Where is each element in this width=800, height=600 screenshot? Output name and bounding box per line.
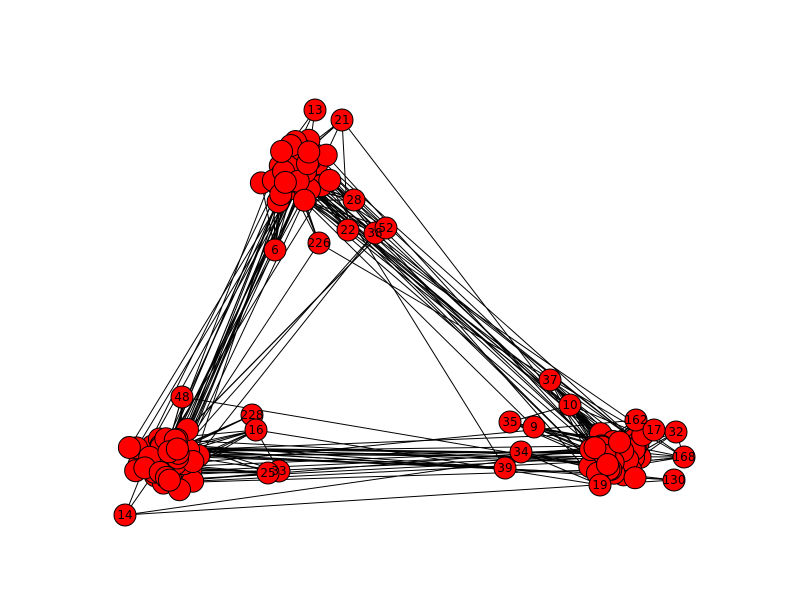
graph-edge	[341, 119, 612, 470]
graph-node	[342, 188, 366, 212]
graph-edge	[182, 232, 376, 475]
graph-edge	[255, 429, 601, 486]
graph-node	[374, 216, 398, 240]
graph-edge	[160, 151, 283, 467]
node-label: 6	[271, 243, 279, 257]
graph-nodes	[113, 98, 696, 527]
graph-node	[624, 408, 648, 432]
graph-node	[336, 218, 360, 242]
node-label: 33	[271, 464, 286, 478]
graph-edge	[184, 232, 376, 448]
node-label: 48	[174, 390, 189, 404]
graph-edge	[549, 379, 635, 440]
graph-edge	[136, 188, 294, 449]
graph-edge	[183, 419, 637, 465]
node-label: 14	[117, 508, 132, 522]
graph-edge	[325, 154, 600, 455]
node-label: 17	[646, 423, 661, 437]
graph-edge	[166, 173, 285, 451]
graph-node	[113, 503, 137, 527]
node-label: 168	[673, 450, 696, 464]
graph-edge	[190, 166, 291, 472]
graph-edge	[165, 443, 506, 469]
graph-node	[522, 415, 546, 439]
graph-edge	[173, 447, 627, 454]
node-label: 16	[248, 423, 263, 437]
graph-node	[623, 466, 647, 490]
graph-edge	[152, 445, 622, 465]
graph-node	[608, 430, 632, 454]
node-label: 9	[530, 420, 538, 434]
node-label: 52	[378, 221, 393, 235]
graph-node	[165, 437, 189, 461]
graph-node	[588, 473, 612, 497]
graph-edge	[198, 450, 623, 457]
graph-edge	[163, 468, 611, 484]
graph-node	[292, 188, 316, 212]
graph-edge	[289, 166, 597, 467]
graph-node	[157, 468, 181, 492]
graph-edge	[310, 151, 639, 444]
graph-node	[583, 436, 607, 460]
graph-edge	[285, 181, 535, 428]
graph-node	[672, 445, 696, 469]
graph-node	[244, 418, 268, 442]
graph-node	[558, 393, 582, 417]
node-label: 162	[625, 413, 648, 427]
node-label: 35	[502, 415, 517, 429]
graph-node	[273, 170, 297, 194]
graph-edge	[308, 151, 506, 469]
graph-node	[270, 139, 294, 163]
graph-edge	[124, 479, 675, 516]
graph-node	[330, 108, 354, 132]
graph-node	[498, 410, 522, 434]
graph-edge	[287, 167, 601, 435]
node-label: 228	[241, 408, 264, 422]
node-label: 28	[346, 193, 361, 207]
graph-node	[318, 168, 342, 192]
graph-node	[117, 435, 141, 459]
node-label: 22	[340, 223, 355, 237]
graph-edge	[175, 174, 309, 464]
graph-node	[303, 98, 327, 122]
node-label: 10	[562, 398, 577, 412]
node-label: 38	[367, 226, 382, 240]
node-label: 39	[497, 461, 512, 475]
graph-node	[297, 140, 321, 164]
graph-edge	[160, 171, 306, 467]
graph-edge	[164, 227, 387, 454]
graph-node	[538, 368, 562, 392]
graph-edge	[159, 438, 619, 465]
graph-node	[256, 461, 280, 485]
graph-edge	[282, 179, 636, 449]
graph-node	[263, 238, 287, 262]
graph-edge	[138, 163, 308, 465]
node-label: 13	[307, 103, 322, 117]
node-label: 19	[592, 478, 607, 492]
node-label: 25	[260, 466, 275, 480]
graph-edge	[316, 163, 601, 486]
node-label: 34	[513, 445, 528, 459]
graph-edge	[285, 181, 593, 448]
node-label: 37	[542, 373, 557, 387]
graph-node	[662, 468, 686, 492]
graph-edge	[135, 178, 281, 471]
graph-node	[307, 231, 331, 255]
graph-edge	[299, 164, 602, 453]
graph-node	[509, 440, 533, 464]
graph-node	[642, 418, 666, 442]
graph-node	[170, 385, 194, 409]
node-label: 226	[308, 236, 331, 250]
node-label: 21	[334, 113, 349, 127]
node-label: 32	[668, 425, 683, 439]
graph-node	[596, 453, 620, 477]
node-label: 130	[663, 473, 686, 487]
graph-edge	[292, 163, 597, 467]
graph-node	[493, 456, 517, 480]
